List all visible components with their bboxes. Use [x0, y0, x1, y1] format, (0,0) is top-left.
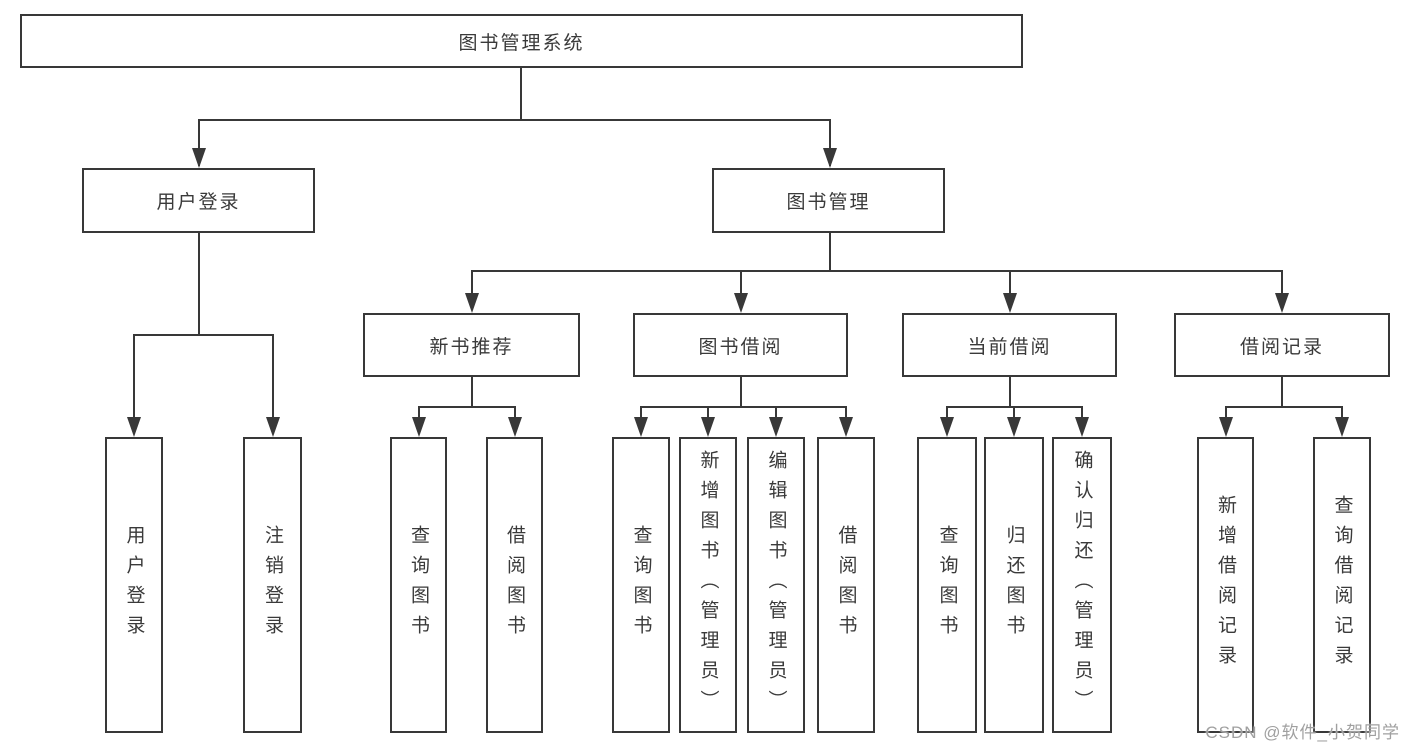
- arrowhead-down-icon: [1075, 417, 1089, 437]
- connector-line: [739, 270, 742, 309]
- node-current-borrowing: 当前借阅: [902, 313, 1117, 377]
- connector-line: [197, 119, 200, 166]
- arrowhead-down-icon: [733, 293, 748, 313]
- node-book-management-branch-label: 图书管理: [786, 192, 871, 213]
- leaf-cb-query-books-label: 查询图书: [936, 525, 958, 645]
- connector-line: [1008, 377, 1011, 408]
- node-current-borrowing-label: 当前借阅: [967, 336, 1052, 358]
- connector-line: [739, 377, 742, 408]
- connector-line: [197, 119, 831, 121]
- connector-line: [271, 334, 274, 433]
- connector-line: [1008, 270, 1011, 309]
- arrowhead-down-icon: [1275, 293, 1289, 313]
- connector-line: [470, 377, 473, 408]
- node-user-login-branch-label: 用户登录: [156, 192, 241, 213]
- watermark: CSDN @软件_小贺同学: [1205, 723, 1400, 742]
- arrowhead-down-icon: [1218, 417, 1233, 437]
- arrowhead-down-icon: [940, 417, 954, 437]
- leaf-user-login: 用户登录: [105, 437, 163, 733]
- leaf-user-login-label: 用户登录: [123, 525, 145, 645]
- connector-line: [133, 334, 135, 433]
- connector-line: [519, 68, 522, 120]
- leaf-br-query-record: 查询借阅记录: [1313, 437, 1371, 733]
- connector-line: [828, 119, 831, 166]
- arrowhead-down-icon: [1335, 417, 1349, 437]
- node-borrowing-records: 借阅记录: [1174, 313, 1390, 377]
- arrowhead-down-icon: [191, 148, 206, 168]
- arrowhead-down-icon: [634, 417, 648, 437]
- node-book-borrowing-label: 图书借阅: [698, 336, 783, 358]
- node-book-borrowing: 图书借阅: [633, 313, 848, 377]
- node-user-login-branch: 用户登录: [82, 168, 315, 233]
- leaf-bb-edit-books-admin-label: 编辑图书（管理员）: [765, 450, 787, 720]
- node-borrowing-records-label: 借阅记录: [1239, 336, 1324, 358]
- connector-line: [470, 270, 473, 309]
- arrowhead-down-icon: [839, 417, 853, 437]
- connector-line: [1281, 377, 1283, 408]
- leaf-bb-borrow-books: 借阅图书: [817, 437, 875, 733]
- leaf-cb-return-books-label: 归还图书: [1003, 525, 1025, 645]
- arrowhead-down-icon: [464, 293, 479, 313]
- connector-line: [640, 406, 846, 408]
- node-root: 图书管理系统: [20, 14, 1023, 68]
- arrowhead-down-icon: [769, 417, 783, 437]
- leaf-nbr-borrow-books-label: 借阅图书: [504, 525, 525, 645]
- node-new-book-recommend: 新书推荐: [363, 313, 580, 377]
- node-book-management-branch: 图书管理: [712, 168, 945, 233]
- arrowhead-down-icon: [127, 417, 141, 437]
- leaf-cb-confirm-return-admin-label: 确认归还（管理员）: [1071, 450, 1093, 720]
- connector-line: [828, 233, 831, 272]
- arrowhead-down-icon: [822, 148, 837, 168]
- node-root-label: 图书管理系统: [458, 32, 585, 54]
- leaf-cb-confirm-return-admin: 确认归还（管理员）: [1052, 437, 1112, 733]
- leaf-br-add-record-label: 新增借阅记录: [1215, 495, 1236, 675]
- leaf-bb-edit-books-admin: 编辑图书（管理员）: [747, 437, 805, 733]
- connector-line: [417, 406, 516, 408]
- leaf-bb-query-books-label: 查询图书: [630, 525, 652, 645]
- leaf-nbr-query-books: 查询图书: [390, 437, 447, 733]
- node-new-book-recommend-label: 新书推荐: [429, 336, 514, 358]
- arrowhead-down-icon: [1002, 293, 1017, 313]
- leaf-cb-query-books: 查询图书: [917, 437, 977, 733]
- leaf-br-query-record-label: 查询借阅记录: [1331, 495, 1353, 675]
- leaf-nbr-query-books-label: 查询图书: [408, 525, 429, 645]
- arrowhead-down-icon: [1007, 417, 1021, 437]
- leaf-br-add-record: 新增借阅记录: [1197, 437, 1254, 733]
- leaf-bb-add-books-admin: 新增图书（管理员）: [679, 437, 737, 733]
- arrowhead-down-icon: [507, 417, 522, 437]
- arrowhead-down-icon: [701, 417, 715, 437]
- connector-line: [1224, 406, 1343, 408]
- leaf-bb-query-books: 查询图书: [612, 437, 670, 733]
- connector-line: [1281, 270, 1283, 309]
- leaf-nbr-borrow-books: 借阅图书: [486, 437, 543, 733]
- arrowhead-down-icon: [265, 417, 280, 437]
- leaf-cb-return-books: 归还图书: [984, 437, 1044, 733]
- leaf-bb-borrow-books-label: 借阅图书: [835, 525, 857, 645]
- leaf-logout: 注销登录: [243, 437, 302, 733]
- leaf-bb-add-books-admin-label: 新增图书（管理员）: [697, 450, 719, 720]
- connector-line: [197, 233, 200, 336]
- connector-line: [470, 270, 1283, 272]
- leaf-logout-label: 注销登录: [262, 525, 283, 645]
- connector-line: [133, 334, 274, 336]
- arrowhead-down-icon: [411, 417, 426, 437]
